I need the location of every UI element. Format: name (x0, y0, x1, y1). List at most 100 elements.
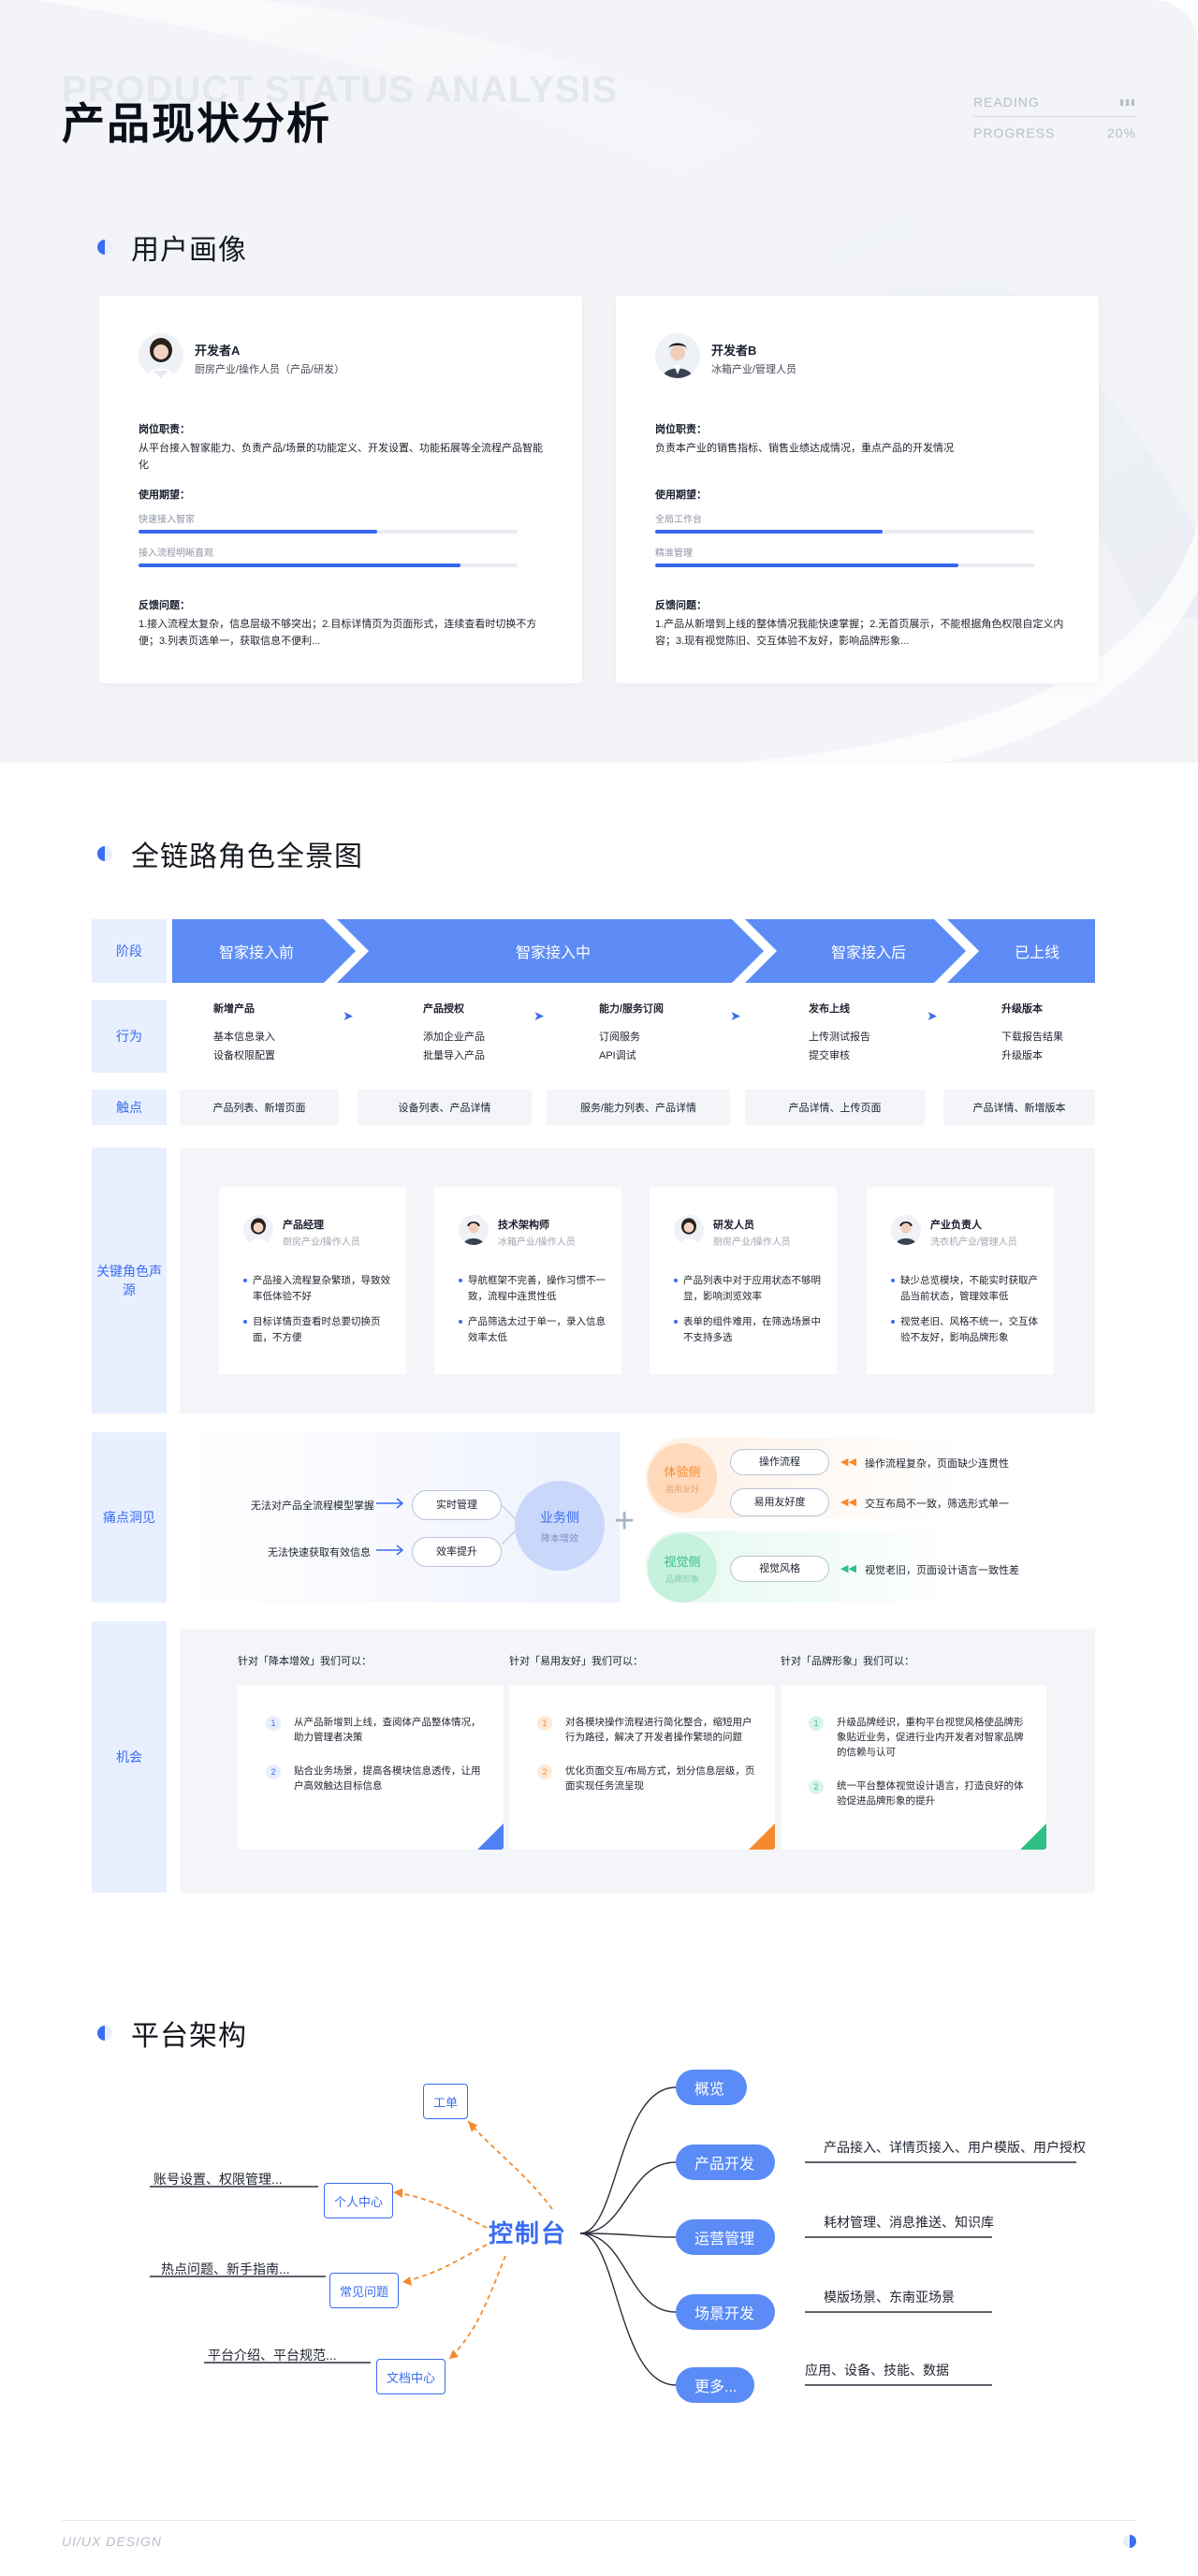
chevron-stage-3 (745, 919, 966, 983)
touchpoint-box: 设备列表、产品详情 (358, 1090, 532, 1125)
progress-divider (973, 116, 1136, 117)
avatar (674, 1215, 704, 1245)
node-desc: 应用、设备、技能、数据 (805, 2363, 949, 2378)
visual-circle: 视觉侧 品牌形象 (648, 1533, 717, 1603)
plus-icon: + (614, 1501, 636, 1541)
bullet-icon (97, 846, 112, 861)
role-point: 表单的组件难用，在筛选场景中不支持多选 (674, 1314, 824, 1346)
node-overview[interactable]: 概览 (676, 2070, 747, 2105)
footer-text: UI/UX DESIGN (62, 2534, 162, 2549)
opportunity-heading: 针对「品牌形象」我们可以： (781, 1656, 914, 1667)
arrow-left-icon: ◀◀ (840, 1563, 856, 1574)
persona-name: 开发者A (195, 344, 241, 358)
duty-label: 岗位职责： (139, 424, 190, 435)
node-desc: 产品接入、详情页接入、用户模版、用户授权 (824, 2140, 1086, 2155)
role-point: 产品筛选太过于单一，录入信息效率太低 (459, 1314, 608, 1346)
node-scene-dev[interactable]: 场景开发 (676, 2294, 775, 2330)
action-sub: 批量导入产品 (423, 1050, 485, 1061)
row-label-pain: 痛点洞见 (92, 1432, 167, 1603)
opportunity-heading: 针对「易用友好」我们可以： (509, 1656, 643, 1667)
action-item: 发布上线上传测试报告提交审核 (809, 1000, 870, 1065)
touchpoint-box: 产品列表、新增页面 (180, 1090, 339, 1125)
touchpoint-box: 服务/能力列表、产品详情 (547, 1090, 730, 1125)
feedback-text: 1.产品从新增到上线的整体情况我能快速掌握；2.无首页展示，不能根据角色权限自定… (655, 619, 1064, 647)
progress-bar (655, 530, 1034, 534)
feedback-text: 1.接入流程太复杂，信息层级不够突出；2.目标详情页为页面形式，连续查看时切换不… (139, 619, 537, 647)
persona-card-b: 开发者B 冰箱产业/管理人员 岗位职责： 负责本产业的销售指标、销售业绩达成情况… (616, 296, 1099, 683)
node-product-dev[interactable]: 产品开发 (676, 2144, 775, 2180)
node-docs[interactable]: 文档中心 (376, 2359, 446, 2394)
node-more[interactable]: 更多... (676, 2367, 754, 2403)
feedback-label: 反馈问题： (655, 600, 707, 611)
action-sub: 上传测试报告 (809, 1032, 870, 1043)
role-points: 产品接入流程复杂繁琐，导致效率低体验不好目标详情页查看时总要切换页面，不方便 (243, 1273, 393, 1355)
node-faq[interactable]: 常见问题 (329, 2273, 399, 2308)
avatar (243, 1215, 273, 1245)
duty-label: 岗位职责： (655, 424, 707, 435)
progress-fill (655, 564, 958, 567)
business-circle: 业务侧 降本增效 (515, 1481, 605, 1571)
chevron-stage-4 (947, 919, 1095, 983)
role-name: 研发人员 (713, 1220, 754, 1231)
role-point: 缺少总览模块，不能实时获取产品当前状态，管理效率低 (891, 1273, 1041, 1305)
pill-tag: 实时管理 (412, 1490, 502, 1520)
hero-section: PRODUCT STATUS ANALYSIS 产品现状分析 READING▮▮… (0, 0, 1198, 763)
node-personal-center[interactable]: 个人中心 (324, 2183, 393, 2218)
progress-bar (655, 564, 1034, 567)
node-ticket[interactable]: 工单 (423, 2084, 468, 2119)
node-operations[interactable]: 运营管理 (676, 2219, 775, 2255)
pain-text: 交互布局不一致，筛选形式单一 (865, 1499, 1009, 1510)
row-label-action: 行为 (92, 1000, 167, 1073)
stage-chevrons (172, 919, 1095, 983)
action-title: 发布上线 (809, 1003, 850, 1015)
reading-label: READING (973, 95, 1040, 110)
action-sub: 下载报告结果 (1001, 1032, 1063, 1043)
role-card: 产业负责人 洗衣机产业/管理人员 缺少总览模块，不能实时获取产品当前状态，管理效… (867, 1187, 1054, 1374)
row-label-role: 关键角色声源 (92, 1148, 167, 1413)
pill-tag: 视觉风格 (730, 1556, 829, 1582)
pain-text: 无法快速获取有效信息 (268, 1547, 371, 1559)
item-text: 优化页面交互/布局方式，划分信息层级，页面实现任务流呈现 (565, 1765, 755, 1792)
arrow-right-icon: ➤ (343, 1008, 354, 1023)
action-title: 能力/服务订阅 (599, 1003, 665, 1015)
number-badge: 1 (266, 1716, 281, 1731)
progress-bar (139, 564, 518, 567)
number-badge: 1 (809, 1716, 824, 1731)
node-desc: 模版场景、东南亚场景 (824, 2290, 955, 2305)
role-sub: 厨房产业/操作人员 (283, 1237, 360, 1248)
role-card: 产品经理 厨房产业/操作人员 产品接入流程复杂繁琐，导致效率低体验不好目标详情页… (219, 1187, 406, 1374)
arrow-right-icon: ➤ (927, 1008, 938, 1023)
action-item: 产品授权添加企业产品批量导入产品 (423, 1000, 485, 1065)
section-heading-user-persona: 用户画像 (97, 227, 247, 268)
page-title: 产品现状分析 (62, 99, 331, 148)
action-sub: 设备权限配置 (213, 1050, 275, 1061)
corner-accent (477, 1823, 504, 1850)
action-item: 升级版本下载报告结果升级版本 (1001, 1000, 1063, 1065)
pill-tag: 效率提升 (412, 1537, 502, 1567)
bar-label: 全局工作台 (655, 515, 702, 525)
progress-label: PROGRESS (973, 125, 1056, 140)
progress-fill (139, 530, 378, 534)
section-heading-journey: 全链路角色全景图 (97, 833, 363, 874)
action-sub: 订阅服务 (599, 1032, 640, 1043)
footer: UI/UX DESIGN (62, 2520, 1136, 2549)
role-point: 产品接入流程复杂繁琐，导致效率低体验不好 (243, 1273, 393, 1305)
role-point: 视觉老旧、风格不统一，交互体验不友好，影响品牌形象 (891, 1314, 1041, 1346)
arrows-icon (376, 1498, 404, 1556)
item-text: 贴合业务场景，提高各模块信息透传，让用户高效触达目标信息 (294, 1765, 481, 1792)
pain-text: 视觉老旧，页面设计语言一致性差 (865, 1565, 1019, 1576)
action-sub: 升级版本 (1001, 1050, 1043, 1061)
pain-visual-bg (646, 1531, 1095, 1603)
row-label-stage: 阶段 (92, 919, 167, 983)
experience-circle: 体验侧 易用友好 (648, 1443, 717, 1513)
avatar (655, 333, 700, 378)
action-item: 新增产品基本信息录入设备权限配置 (213, 1000, 275, 1065)
section-title: 用户画像 (131, 235, 247, 266)
arrow-right-icon: ➤ (533, 1008, 545, 1023)
